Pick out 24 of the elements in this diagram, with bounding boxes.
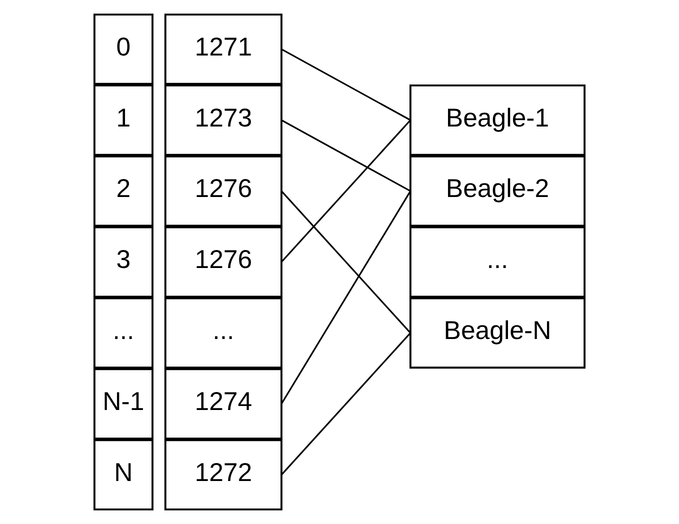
node-box: 1273 <box>164 84 282 156</box>
node-box: Beagle-1 <box>409 84 586 156</box>
node-box: ... <box>93 297 154 369</box>
node-box: 1272 <box>164 439 282 510</box>
connector <box>280 332 412 476</box>
node-box: 1276 <box>164 155 282 227</box>
node-box: 1274 <box>164 368 282 440</box>
node-box: 1271 <box>164 14 282 85</box>
node-box: 3 <box>93 226 154 298</box>
connector <box>281 119 411 192</box>
connector <box>280 120 412 263</box>
connector <box>281 48 411 121</box>
node-box: ... <box>164 297 282 369</box>
node-box: 1276 <box>164 226 282 298</box>
node-box: 2 <box>93 155 154 227</box>
node-box: Beagle-N <box>409 297 586 369</box>
node-box: N <box>93 439 154 510</box>
node-box: ... <box>409 226 586 298</box>
node-box: 1 <box>93 84 154 156</box>
connector <box>280 190 412 334</box>
node-box: Beagle-2 <box>409 155 586 227</box>
node-box: 0 <box>93 14 154 85</box>
connector <box>280 190 412 404</box>
node-box: N-1 <box>93 368 154 440</box>
